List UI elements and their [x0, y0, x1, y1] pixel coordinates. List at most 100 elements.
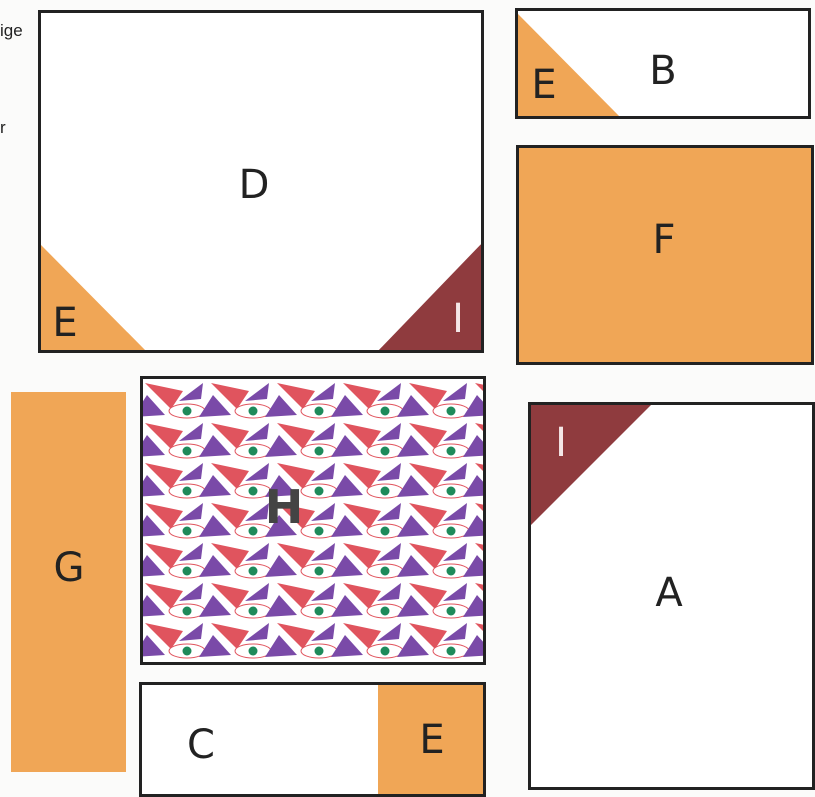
- fabric-purple-wedge: [377, 543, 401, 561]
- fabric-purple-wedge: [463, 435, 483, 457]
- fabric-dot: [249, 647, 258, 656]
- fabric-purple-wedge: [199, 395, 231, 417]
- fabric-dot: [315, 567, 324, 576]
- fabric-purple-wedge: [397, 395, 429, 417]
- fabric-purple-wedge: [331, 515, 363, 537]
- cropped-text-top: ige: [0, 22, 23, 39]
- fabric-purple-wedge: [397, 635, 429, 657]
- fabric-dot: [249, 567, 258, 576]
- fabric-purple-wedge: [397, 515, 429, 537]
- fabric-dot: [447, 487, 456, 496]
- fabric-purple-wedge: [463, 475, 483, 497]
- fabric-purple-wedge: [179, 543, 203, 561]
- fabric-dot: [381, 567, 390, 576]
- fabric-purple-wedge: [331, 435, 363, 457]
- fabric-purple-wedge: [463, 635, 483, 657]
- fabric-dot: [315, 527, 324, 536]
- fabric-dot: [315, 647, 324, 656]
- fabric-purple-wedge: [377, 463, 401, 481]
- fabric-purple-wedge: [199, 555, 231, 577]
- fabric-purple-wedge: [265, 635, 297, 657]
- fabric-dot: [447, 647, 456, 656]
- fabric-dot: [183, 487, 192, 496]
- fabric-dot: [381, 527, 390, 536]
- fabric-purple-wedge: [245, 463, 269, 481]
- fabric-purple-wedge: [199, 515, 231, 537]
- fabric-dot: [447, 527, 456, 536]
- piece-b-label: B: [649, 51, 676, 91]
- fabric-dot: [381, 647, 390, 656]
- fabric-dot: [315, 447, 324, 456]
- fabric-purple-wedge: [179, 503, 203, 521]
- piece-c: C E: [139, 682, 486, 797]
- fabric-dot: [249, 487, 258, 496]
- fabric-purple-wedge: [331, 635, 363, 657]
- fabric-purple-wedge: [377, 503, 401, 521]
- piece-b-corner-e-label: E: [531, 65, 556, 105]
- fabric-purple-wedge: [311, 503, 335, 521]
- fabric-purple-wedge: [377, 583, 401, 601]
- fabric-purple-wedge: [463, 555, 483, 577]
- fabric-purple-wedge: [443, 383, 467, 401]
- fabric-purple-wedge: [179, 383, 203, 401]
- piece-h: H: [140, 376, 486, 665]
- fabric-dot: [315, 487, 324, 496]
- piece-d: D E I: [38, 10, 484, 353]
- fabric-dot: [381, 487, 390, 496]
- fabric-dot: [183, 527, 192, 536]
- fabric-purple-wedge: [443, 503, 467, 521]
- fabric-dot: [249, 407, 258, 416]
- fabric-purple-wedge: [331, 475, 363, 497]
- fabric-purple-wedge: [245, 583, 269, 601]
- fabric-dot: [183, 407, 192, 416]
- fabric-purple-wedge: [179, 583, 203, 601]
- fabric-purple-wedge: [397, 595, 429, 617]
- piece-c-inset-e-label: E: [419, 720, 444, 760]
- fabric-purple-wedge: [311, 423, 335, 441]
- fabric-purple-wedge: [377, 423, 401, 441]
- fabric-purple-wedge: [199, 595, 231, 617]
- fabric-purple-wedge: [265, 555, 297, 577]
- fabric-purple-wedge: [179, 463, 203, 481]
- fabric-purple-wedge: [377, 623, 401, 641]
- fabric-dot: [447, 607, 456, 616]
- fabric-purple-wedge: [311, 463, 335, 481]
- fabric-purple-wedge: [245, 543, 269, 561]
- piece-a-corner-i-label: I: [555, 423, 567, 463]
- fabric-purple-wedge: [463, 515, 483, 537]
- fabric-purple-wedge: [463, 395, 483, 417]
- fabric-purple-wedge: [199, 435, 231, 457]
- fabric-purple-wedge: [265, 395, 297, 417]
- piece-b: B E: [515, 8, 811, 119]
- fabric-purple-wedge: [265, 435, 297, 457]
- fabric-purple-wedge: [377, 383, 401, 401]
- piece-d-label: D: [239, 165, 270, 205]
- fabric-dot: [381, 607, 390, 616]
- fabric-dot: [381, 407, 390, 416]
- fabric-purple-wedge: [443, 583, 467, 601]
- fabric-purple-wedge: [443, 423, 467, 441]
- fabric-purple-wedge: [397, 555, 429, 577]
- piece-h-label: H: [265, 484, 304, 530]
- fabric-purple-wedge: [397, 435, 429, 457]
- fabric-purple-wedge: [331, 395, 363, 417]
- fabric-dot: [183, 647, 192, 656]
- fabric-purple-wedge: [463, 595, 483, 617]
- fabric-dot: [183, 447, 192, 456]
- fabric-purple-wedge: [179, 623, 203, 641]
- piece-g-label: G: [54, 548, 85, 588]
- fabric-purple-wedge: [311, 543, 335, 561]
- fabric-purple-wedge: [311, 383, 335, 401]
- piece-d-corner-i: [376, 241, 484, 353]
- fabric-purple-wedge: [443, 623, 467, 641]
- fabric-purple-wedge: [331, 595, 363, 617]
- piece-f: F: [516, 145, 814, 365]
- fabric-purple-wedge: [199, 635, 231, 657]
- fabric-purple-wedge: [245, 383, 269, 401]
- fabric-dot: [183, 607, 192, 616]
- fabric-purple-wedge: [199, 475, 231, 497]
- fabric-purple-wedge: [311, 583, 335, 601]
- piece-c-label: C: [187, 725, 215, 765]
- piece-d-corner-e-label: E: [52, 303, 77, 343]
- fabric-purple-wedge: [443, 543, 467, 561]
